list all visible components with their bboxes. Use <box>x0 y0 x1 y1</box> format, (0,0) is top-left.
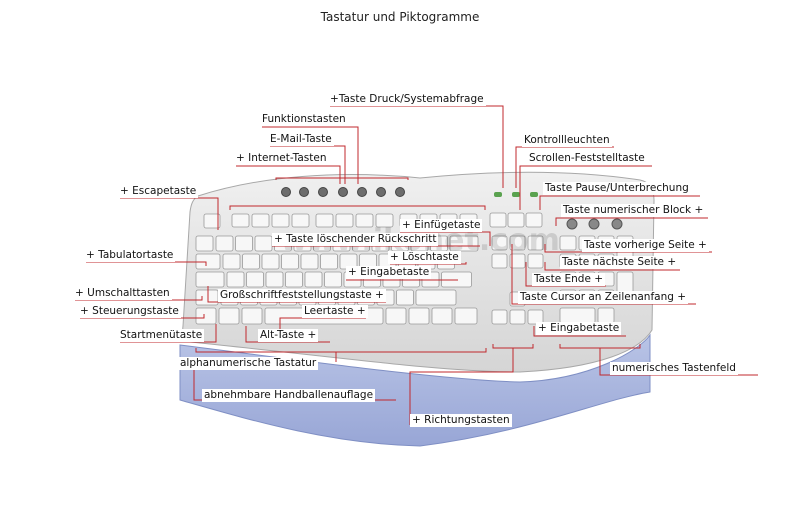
label-pos1: Taste Cursor an Zeilenanfang + <box>518 291 689 304</box>
label-umschalttasten: + Umschalttasten <box>73 287 172 300</box>
label-einfuegetaste: + Einfügetaste <box>400 219 483 232</box>
label-eingabetaste-2: + Eingabetaste <box>536 322 622 335</box>
key <box>320 253 338 270</box>
label-backspace: + Taste löschender Rückschritt <box>272 233 439 246</box>
status-leds <box>494 192 538 197</box>
label-escapetaste: + Escapetaste <box>118 185 199 198</box>
key <box>226 271 245 288</box>
key <box>431 307 453 325</box>
label-kontrollleuchten: Kontrollleuchten <box>522 134 612 147</box>
search-icon <box>357 187 367 197</box>
key <box>271 213 290 228</box>
key <box>509 253 526 269</box>
label-internet-tasten: + Internet-Tasten <box>234 152 329 165</box>
key <box>195 235 214 252</box>
key <box>559 235 577 251</box>
key <box>195 289 219 306</box>
key <box>491 235 508 251</box>
key <box>203 213 221 229</box>
label-loeschtaste: + Löschtaste <box>388 251 461 264</box>
homepage-icon <box>395 187 405 197</box>
key <box>449 235 479 252</box>
label-ende: Taste Ende + <box>532 273 606 286</box>
internet-forward-icon <box>299 187 309 197</box>
key <box>454 307 478 325</box>
key <box>315 213 334 228</box>
label-capslock: Großschriftfeststellungstaste + <box>218 289 386 302</box>
key <box>285 271 303 288</box>
key <box>509 309 526 325</box>
label-scrollen: Scrollen-Feststelltaste <box>527 152 647 165</box>
label-leertaste: Leertaste + <box>302 305 368 318</box>
key <box>251 213 270 228</box>
label-eingabetaste-1: + Eingabetaste <box>346 266 432 279</box>
internet-buttons <box>281 187 405 197</box>
leader-lines <box>75 105 758 426</box>
label-naechste-seite: Taste nächste Seite + <box>560 256 679 269</box>
label-numerisches-tastenfeld: numerisches Tastenfeld <box>610 362 738 375</box>
key <box>231 213 250 228</box>
key <box>559 307 596 324</box>
key <box>597 307 615 324</box>
label-funktionstasten: Funktionstasten <box>260 113 348 126</box>
key <box>222 253 241 270</box>
label-vorherige-seite: Taste vorherige Seite + <box>582 239 709 252</box>
key <box>396 289 414 306</box>
num-lock-led-icon <box>494 192 502 197</box>
diagram-title: Tastatur und Piktogramme <box>320 10 480 24</box>
email-icon <box>338 187 348 197</box>
key <box>242 253 260 270</box>
key <box>491 309 508 325</box>
key <box>525 212 543 228</box>
favorites-icon <box>376 187 386 197</box>
key <box>335 213 354 228</box>
key <box>304 271 323 288</box>
key <box>527 309 544 325</box>
key <box>355 213 374 228</box>
label-tabulatortaste: + Tabulatortaste <box>84 249 176 262</box>
key <box>195 271 225 288</box>
key <box>509 235 526 251</box>
key <box>507 212 525 228</box>
key <box>246 271 264 288</box>
key <box>215 235 234 252</box>
key <box>324 271 342 288</box>
label-alt-taste: Alt-Taste + <box>258 329 319 342</box>
scroll-lock-led-icon <box>530 192 538 197</box>
label-email-taste: E-Mail-Taste <box>268 133 334 146</box>
key <box>385 307 407 325</box>
numeric-block-buttons <box>566 218 623 230</box>
label-pause: Taste Pause/Unterbrechung <box>543 182 691 195</box>
key <box>218 307 240 325</box>
label-handballenauflage: abnehmbare Handballenauflage <box>202 389 376 402</box>
internet-back-icon <box>281 187 291 197</box>
key <box>415 289 457 306</box>
label-steuerungstaste: + Steuerungstaste <box>78 305 181 318</box>
label-startmenuetaste: Startmenütaste <box>118 329 205 342</box>
key <box>254 235 273 252</box>
key <box>491 253 508 269</box>
label-richtungstasten: + Richtungstasten <box>410 414 512 427</box>
label-alphanumerisch: alphanumerische Tastatur <box>178 357 319 370</box>
key <box>291 213 310 228</box>
internet-stop-icon <box>318 187 328 197</box>
key <box>300 253 319 270</box>
key <box>489 212 507 228</box>
caps-lock-led-icon <box>512 192 520 197</box>
key <box>527 235 544 251</box>
key <box>235 235 253 252</box>
label-numerischer-block: Taste numerischer Block + <box>561 204 706 217</box>
key <box>281 253 299 270</box>
key <box>195 307 217 325</box>
key <box>241 307 263 325</box>
label-druck: +Taste Druck/Systemabfrage <box>328 93 486 106</box>
key <box>265 271 284 288</box>
key <box>408 307 430 325</box>
key <box>375 213 394 228</box>
key <box>527 253 544 269</box>
key <box>261 253 280 270</box>
